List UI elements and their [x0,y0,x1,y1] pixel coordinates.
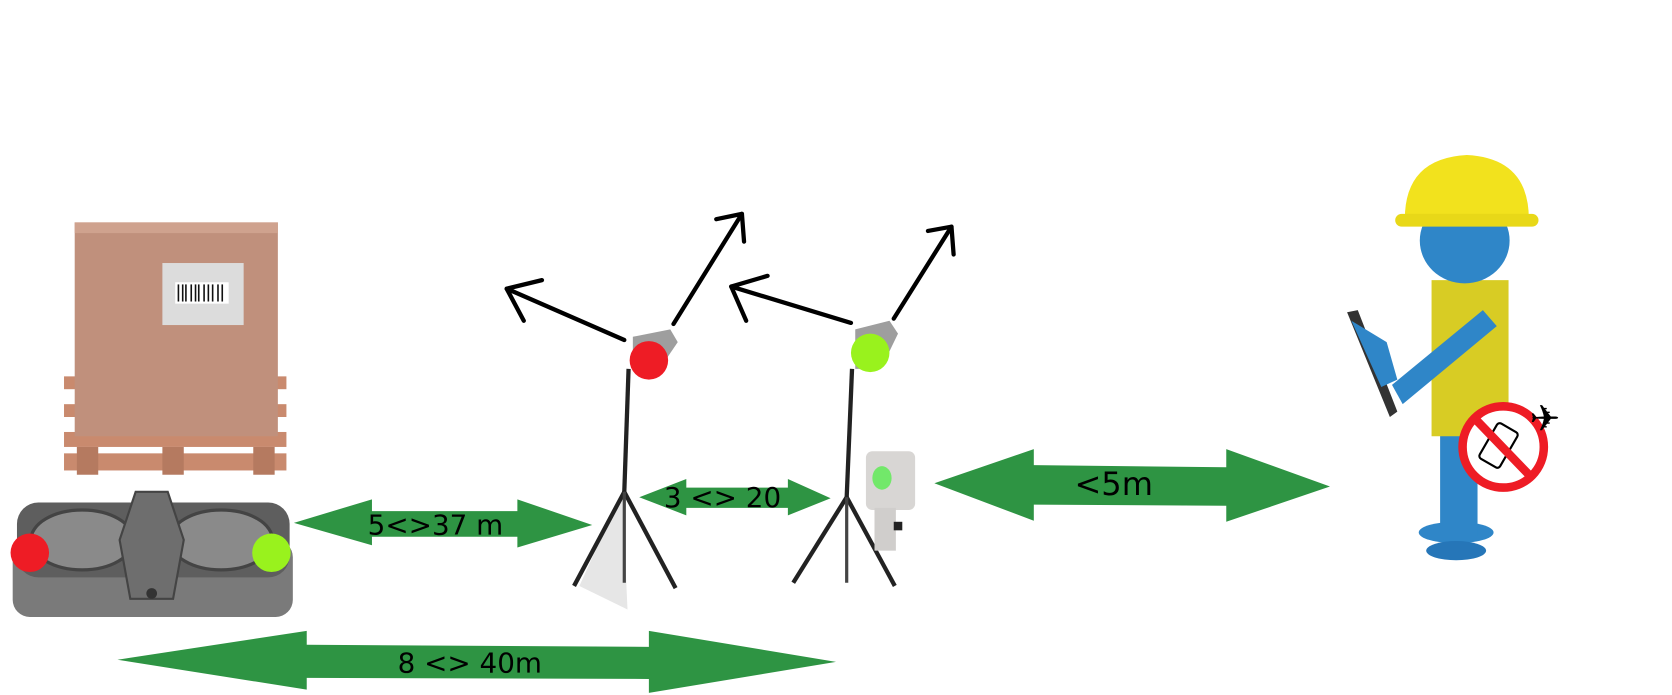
barcode-icon [162,263,244,326]
arrow-device-worker [934,449,1330,522]
label-3-20: 3 <> 20 [664,481,781,514]
label-8-40m: 8 <> 40m [398,647,542,680]
arrow-anchor1-anchor2 [639,479,831,516]
red-marker [10,533,50,573]
no-phone-icon [1458,402,1549,492]
label-lt-5m: <5m [1074,465,1153,503]
red-marker [629,341,669,380]
airplane-icon: ✈ [1530,399,1560,439]
green-marker [850,333,890,373]
arrow-drone-anchor1 [293,499,593,548]
green-marker [252,533,291,573]
handheld-device [865,451,916,551]
anchor-tripod-1 [504,211,747,610]
signal-arrows [504,211,747,343]
worker: ✈ [1347,155,1560,561]
arrow-drone-anchor2 [117,630,836,693]
label-5-37m: 5<>37 m [368,509,504,542]
pallet-box [64,222,287,475]
distance-arrows [117,449,1330,693]
anchor-tripod-2 [729,224,956,587]
signal-arrows [729,224,956,326]
drone [10,490,293,617]
